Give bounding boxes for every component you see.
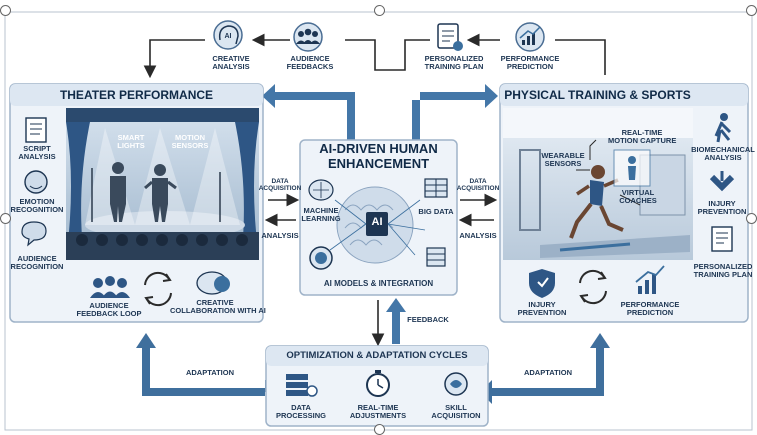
- feedback-label: FEEDBACK: [407, 315, 449, 324]
- database-icon: [426, 247, 446, 267]
- adaptation-right-label: ADAPTATION: [523, 368, 573, 377]
- ai-gear-icon: [309, 246, 333, 270]
- audience-feedback-loop-icon: [90, 276, 130, 298]
- emotion-recognition-icon: [24, 170, 48, 194]
- injury-prevention-side-icon: [709, 171, 735, 192]
- optimization-title: OPTIMIZATION & ADAPTATION CYCLES: [286, 350, 468, 361]
- top-flow-arrows: [143, 33, 606, 79]
- selection-handle[interactable]: [374, 424, 385, 435]
- svg-text:AI: AI: [225, 33, 232, 40]
- biomechanical-analysis-icon: [714, 113, 732, 143]
- audience-recognition-icon: [21, 221, 47, 247]
- audience-feedbacks-icon: [293, 22, 323, 52]
- analysis-right-label: ANALYSIS: [459, 231, 497, 240]
- ai-brain-illustration: [329, 186, 426, 264]
- injury-prevention-shield-icon: [529, 269, 555, 298]
- gym-illustration: [503, 108, 693, 260]
- ai-models-label: AI MODELS & INTEGRATION: [323, 279, 434, 288]
- adaptation-left-label: ADAPTATION: [185, 368, 235, 377]
- feedback-arrow: [386, 298, 406, 344]
- selection-handle[interactable]: [746, 5, 757, 16]
- selection-handle[interactable]: [0, 5, 11, 16]
- personalized-plan-side-icon: [711, 226, 733, 252]
- big-data-icon: [424, 178, 448, 198]
- sports-title-bar: [500, 84, 748, 106]
- big-data-label: BIG DATA: [418, 207, 454, 216]
- skill-acquisition-icon: [444, 372, 468, 396]
- theater-title-bar: [10, 84, 263, 106]
- creative-collaboration-icon: [196, 271, 230, 295]
- machine-learning-icon: [308, 179, 334, 201]
- performance-chart-icon: [635, 265, 665, 294]
- personalized-training-plan-icon: [437, 23, 463, 51]
- creative-analysis-icon: AI: [213, 20, 243, 50]
- performance-prediction-icon: [515, 22, 545, 52]
- stopwatch-icon: [366, 370, 390, 397]
- theater-cycle-icon: [144, 271, 172, 307]
- sports-cycle-icon: [579, 269, 607, 305]
- theater-stage-illustration: [66, 108, 259, 260]
- optimization-title-bar: [266, 346, 488, 366]
- theater-title: THEATER PERFORMANCE: [59, 88, 214, 102]
- selection-handle[interactable]: [374, 5, 385, 16]
- script-analysis-icon: [25, 117, 47, 143]
- analysis-left-label: ANALYSIS: [261, 231, 299, 240]
- sports-title: PHYSICAL TRAINING & SPORTS: [504, 88, 691, 102]
- motion-capture-callout: [576, 139, 641, 206]
- ai-core-label: AI: [371, 216, 383, 228]
- data-processing-icon: [286, 374, 318, 397]
- side-arrows: [264, 193, 498, 347]
- selection-handle[interactable]: [0, 213, 11, 224]
